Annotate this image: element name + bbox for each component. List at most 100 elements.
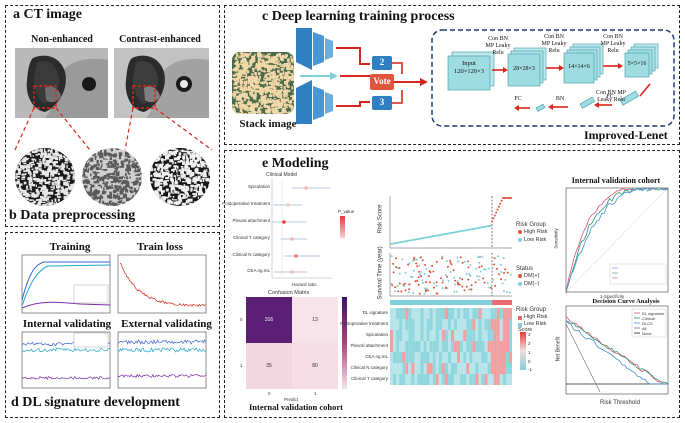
survival-point xyxy=(501,282,504,285)
dca-title: Decision Curve Analysis xyxy=(592,298,660,305)
ct-label-contrast-enhanced: Contrast-enhanced xyxy=(119,34,201,45)
survival-point xyxy=(402,285,405,288)
survival-point xyxy=(435,281,438,284)
heatmap-cell xyxy=(457,330,461,341)
survival-point xyxy=(441,257,444,260)
heatmap-cell xyxy=(399,352,403,363)
heatmap-cell xyxy=(435,341,439,352)
roc-title: Internal validation cohort xyxy=(571,176,661,185)
survival-point xyxy=(463,260,466,263)
heatmap-cell xyxy=(451,341,455,352)
survival-point xyxy=(478,255,481,258)
heatmap-cell xyxy=(396,308,400,319)
heatmap-cell xyxy=(435,352,439,363)
heatmap-cell xyxy=(478,319,482,330)
survival-point xyxy=(427,289,430,292)
heatmap-cell xyxy=(390,374,394,385)
heatmap-cell xyxy=(490,330,494,341)
survival-point xyxy=(491,267,494,270)
heatmap-cell xyxy=(481,308,485,319)
heatmap-cell xyxy=(454,363,458,374)
forest-var-2: Pleural attachment xyxy=(232,218,270,223)
survival-point xyxy=(395,257,398,260)
survival-point xyxy=(465,285,468,288)
survival-point xyxy=(498,273,500,276)
heatmap-cell xyxy=(508,308,513,319)
heatmap-cell xyxy=(411,308,415,319)
heatmap-cell xyxy=(447,308,452,319)
forest-title: Clinical Model xyxy=(266,172,298,178)
heatmap-cell xyxy=(447,341,452,352)
dca-legend-1: Clinical xyxy=(642,316,655,321)
survival-point xyxy=(476,275,479,278)
survival-point xyxy=(424,264,427,266)
survival-point xyxy=(478,266,481,269)
survival-point xyxy=(394,290,397,293)
survival-point xyxy=(469,288,472,291)
cm-tick-y1: 1 xyxy=(240,363,243,368)
group-legend-title: Risk Group xyxy=(516,307,547,313)
survival-point xyxy=(407,263,410,266)
heatmap-cell xyxy=(405,363,409,374)
survival-point xyxy=(509,273,512,276)
cm-value-fp: 13 xyxy=(312,317,318,323)
heatmap-cell xyxy=(454,374,458,385)
heatmap-cell xyxy=(393,308,397,319)
survival-point xyxy=(478,261,481,264)
heatmap-cell xyxy=(432,363,436,374)
panel-c xyxy=(224,5,680,145)
ct-label-non-enhanced: Non-enhanced xyxy=(31,34,93,45)
fc-label-3: FC xyxy=(606,94,614,100)
heatmap-cell xyxy=(417,330,421,341)
score-title: Score xyxy=(518,327,533,333)
heatmap-cell xyxy=(402,308,406,319)
heatmap-cell xyxy=(460,308,464,319)
survival-point xyxy=(416,265,419,268)
heatmap-cell xyxy=(505,341,509,352)
heatmap-cell xyxy=(414,374,418,385)
survival-point xyxy=(484,268,487,271)
branch-label-2: 2 xyxy=(379,57,385,67)
heatmap-cell xyxy=(417,341,421,352)
survival-point xyxy=(479,270,482,273)
heatmap-cell xyxy=(432,341,436,352)
risk-point xyxy=(501,197,504,199)
heat-row-6: Clinical T category xyxy=(351,376,388,381)
heatmap-cell xyxy=(490,374,494,385)
survival-point xyxy=(418,292,421,295)
heatmap-cell xyxy=(466,319,470,330)
chart-title-train-loss: Train loss xyxy=(137,241,183,253)
survival-point xyxy=(504,268,507,271)
heatmap-cell xyxy=(435,308,439,319)
heatmap-cell xyxy=(405,352,409,363)
improved-lenet-box xyxy=(431,29,675,127)
heatmap-cell xyxy=(469,308,473,319)
dca-xlabel: Risk Threshold xyxy=(600,400,640,406)
heatmap-cell xyxy=(408,341,412,352)
heatmap-cell xyxy=(420,363,424,374)
heatmap-cell xyxy=(484,341,488,352)
heatmap-cell xyxy=(411,319,415,330)
heatmap-cell xyxy=(390,341,394,352)
survival-point xyxy=(461,278,464,281)
cm-cell-fp xyxy=(292,297,338,343)
heatmap-cell xyxy=(502,363,506,374)
dca-legend-2: DLCS xyxy=(642,321,653,326)
heatmap-cell xyxy=(429,330,433,341)
heat-row-2: Spiculation xyxy=(365,332,388,337)
survival-point xyxy=(433,282,435,285)
heatmap-cell xyxy=(390,330,394,341)
heatmap-cell xyxy=(420,330,424,341)
risk-group-bar-high xyxy=(492,300,512,305)
heat-row-3: Pleural attachment xyxy=(350,343,388,348)
heatmap-cell xyxy=(487,341,491,352)
heatmap-cell xyxy=(484,374,488,385)
survival-point xyxy=(474,281,477,284)
survival-point xyxy=(419,273,422,276)
survival-point xyxy=(475,268,478,270)
heatmap-cell xyxy=(408,374,412,385)
fc-block-84 xyxy=(579,96,596,109)
score-tick-0: 3 xyxy=(528,332,531,337)
heatmap-cell xyxy=(508,330,513,341)
